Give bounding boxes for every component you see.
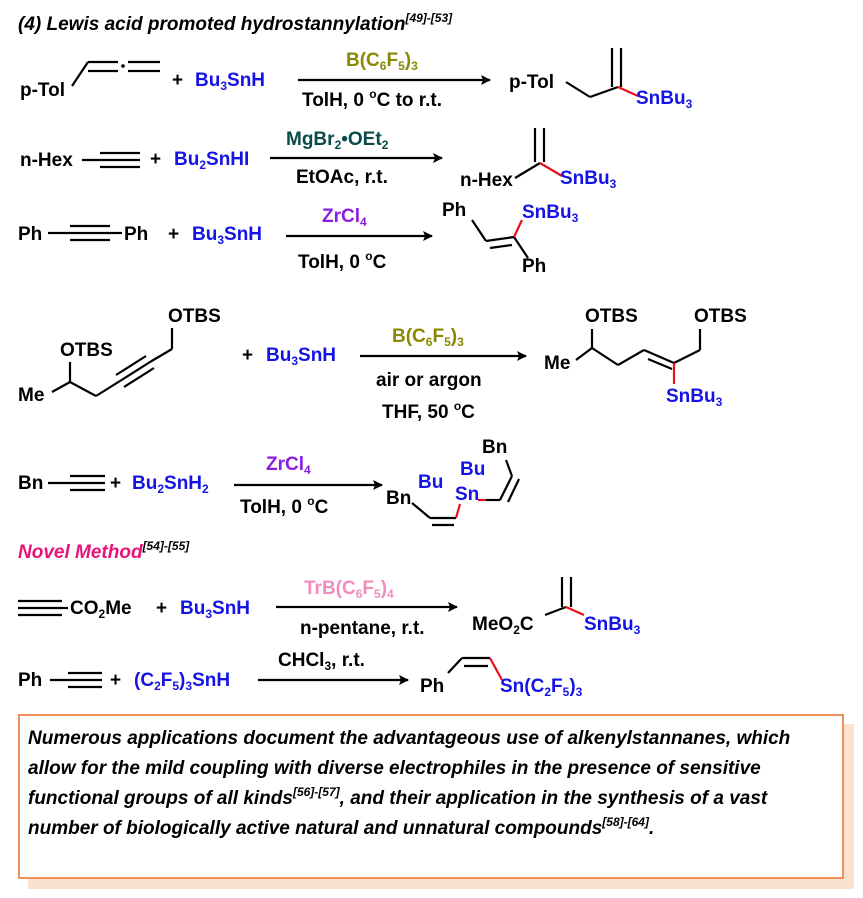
r5-reagent: Bu2SnH2 bbox=[132, 473, 209, 496]
r4-reagent: Bu3SnH bbox=[266, 345, 337, 368]
r1-plus: + bbox=[172, 70, 184, 91]
r5-product-bu1: Bu bbox=[418, 472, 444, 493]
r1-catalyst: B(C6F5)3 bbox=[346, 50, 418, 73]
r1-reagent: Bu3SnH bbox=[195, 70, 266, 93]
r4-product-me: Me bbox=[544, 353, 571, 374]
r5-conditions: TolH, 0 oC bbox=[240, 494, 329, 518]
r6-product-tin: SnBu3 bbox=[584, 614, 641, 637]
r5-product-sn: Sn bbox=[455, 484, 480, 505]
r5-plus: + bbox=[110, 473, 122, 494]
r6-substrate: CO2Me bbox=[70, 598, 132, 621]
r3-catalyst: ZrCl4 bbox=[322, 206, 367, 229]
r1-conditions: TolH, 0 oC to r.t. bbox=[302, 87, 443, 111]
r7-product-tin: Sn(C2F5)3 bbox=[500, 676, 583, 699]
r5-product-bn1: Bn bbox=[482, 437, 508, 458]
r3-conditions: TolH, 0 oC bbox=[298, 249, 387, 273]
r4-me: Me bbox=[18, 385, 45, 406]
r7-reagent: (C2F5)3SnH bbox=[134, 670, 231, 693]
r7-substrate: Ph bbox=[18, 670, 43, 691]
r4-product-otbs-right: OTBS bbox=[694, 306, 747, 327]
r3-product-ph2: Ph bbox=[522, 256, 547, 277]
scheme-title: (4) Lewis acid promoted hydrostannylatio… bbox=[18, 11, 453, 35]
r3-ph-left: Ph bbox=[18, 224, 43, 245]
r2-product-left: n-Hex bbox=[460, 170, 513, 191]
r7-product-ph: Ph bbox=[420, 676, 445, 697]
r7-plus: + bbox=[110, 670, 122, 691]
r1-product-left: p-Tol bbox=[509, 72, 555, 93]
r2-reagent: Bu2SnHI bbox=[174, 149, 250, 172]
r5-catalyst: ZrCl4 bbox=[266, 454, 311, 477]
r2-product-tin: SnBu3 bbox=[560, 168, 617, 191]
r4-otbs-left: OTBS bbox=[60, 340, 113, 361]
r6-catalyst: TrB(C6F5)4 bbox=[304, 578, 394, 601]
r3-reagent: Bu3SnH bbox=[192, 224, 263, 247]
r2-catalyst: MgBr2•OEt2 bbox=[286, 129, 389, 152]
r3-ph-right: Ph bbox=[124, 224, 149, 245]
summary-box: Numerous applications document the advan… bbox=[18, 714, 844, 879]
r4-product-tin: SnBu3 bbox=[666, 386, 723, 409]
r3-product-ph1: Ph bbox=[442, 200, 467, 221]
r5-substrate: Bn bbox=[18, 473, 44, 494]
r6-product-ester: MeO2C bbox=[472, 614, 534, 637]
r3-product-tin: SnBu3 bbox=[522, 202, 579, 225]
r6-reagent: Bu3SnH bbox=[180, 598, 251, 621]
r2-conditions: EtOAc, r.t. bbox=[296, 167, 388, 188]
r5-product-bn2: Bn bbox=[386, 488, 412, 509]
r1-substrate: p-Tol bbox=[20, 80, 66, 101]
r5-product-bu2: Bu bbox=[460, 459, 486, 480]
r7-conditions: CHCl3, r.t. bbox=[278, 650, 365, 673]
r2-plus: + bbox=[150, 149, 162, 170]
r4-plus: + bbox=[242, 345, 254, 366]
r6-conditions: n-pentane, r.t. bbox=[300, 618, 425, 639]
r4-catalyst: B(C6F5)3 bbox=[392, 326, 464, 349]
r6-plus: + bbox=[156, 598, 168, 619]
novel-method-heading: Novel Method[54]-[55] bbox=[18, 539, 190, 563]
summary-text: Numerous applications document the advan… bbox=[28, 728, 791, 839]
r4-conditions-1: air or argon bbox=[376, 370, 482, 391]
r2-substrate: n-Hex bbox=[20, 150, 73, 171]
r4-product-otbs-left: OTBS bbox=[585, 306, 638, 327]
r3-plus: + bbox=[168, 224, 180, 245]
r1-product-tin: SnBu3 bbox=[636, 88, 693, 111]
r4-conditions-2: THF, 50 oC bbox=[382, 399, 475, 423]
r4-otbs-top: OTBS bbox=[168, 306, 221, 327]
